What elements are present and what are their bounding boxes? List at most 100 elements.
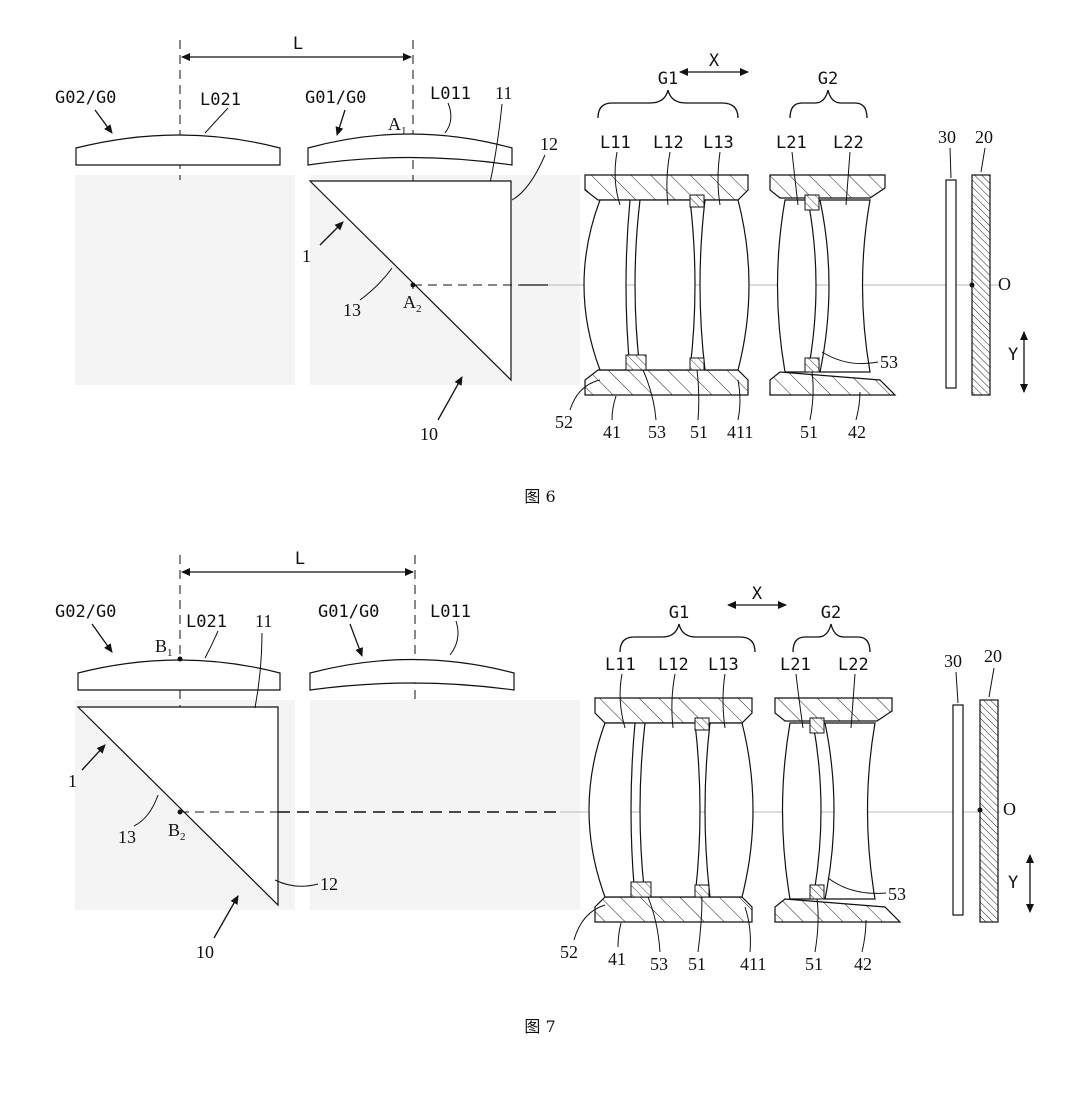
ref-o-label: O xyxy=(1003,799,1016,819)
lens-l22 xyxy=(824,722,876,900)
arrow-g02 xyxy=(91,623,113,653)
leader-51 xyxy=(696,369,700,421)
lens-l12 xyxy=(639,722,701,898)
ref-53b-label: 53 xyxy=(880,352,898,372)
lens-l13-label: L13 xyxy=(708,655,739,675)
point-a2-label: A2 xyxy=(403,292,422,315)
ref-51b-label: 51 xyxy=(800,422,818,442)
leader-411 xyxy=(744,906,751,953)
figure-6: L G02/G0 L021 G01/G0 L011 A1 11 12 1 13 … xyxy=(55,34,1028,506)
prism xyxy=(308,180,512,382)
x-direction-label: X xyxy=(709,51,720,71)
sensor-20 xyxy=(979,699,999,923)
ref-51b-label: 51 xyxy=(805,954,823,974)
point-o xyxy=(969,282,975,288)
lens-l21-label: L21 xyxy=(776,133,807,153)
ref-53b-label: 53 xyxy=(888,884,906,904)
point-o xyxy=(977,807,983,813)
leader-411 xyxy=(737,379,741,421)
leader-13 xyxy=(133,794,159,827)
leader-l021 xyxy=(204,630,219,659)
ref-20-label: 20 xyxy=(975,127,993,147)
ref-411-label: 411 xyxy=(740,954,766,974)
ref-20-label: 20 xyxy=(984,646,1002,666)
leader-53 xyxy=(647,896,661,953)
g2-barrel-top xyxy=(774,697,893,722)
sensor-20 xyxy=(971,174,991,396)
g1-label: G1 xyxy=(658,69,678,89)
lens-l11-label: L11 xyxy=(605,655,636,675)
ref-41-label: 41 xyxy=(603,422,621,442)
g1-barrel-top xyxy=(594,697,753,724)
leader-51b xyxy=(809,371,814,421)
lens-l21 xyxy=(781,722,822,900)
distance-l-label: L xyxy=(293,34,303,54)
ref-30-label: 30 xyxy=(944,651,962,671)
point-a1-label: A1 xyxy=(388,114,407,137)
leader-52 xyxy=(569,379,601,411)
figure-7: L G02/G0 L021 B1 G01/G0 L011 11 12 1 13 … xyxy=(55,549,1034,1036)
lens-l12 xyxy=(634,199,696,371)
arrow-g02 xyxy=(94,109,113,134)
leader-53b xyxy=(821,351,879,365)
ref-11-label: 11 xyxy=(495,83,512,103)
ref-41-label: 41 xyxy=(608,949,626,969)
leader-l22 xyxy=(845,151,851,206)
g1-barrel-bottom xyxy=(584,369,749,396)
point-b1 xyxy=(177,656,183,662)
ref-o-label: O xyxy=(998,274,1011,294)
leader-l22 xyxy=(850,673,856,729)
spacer-g2-bottom xyxy=(809,884,825,900)
lens-l021-label: L021 xyxy=(186,612,227,632)
leader-42 xyxy=(861,919,867,953)
leader-41 xyxy=(617,922,622,948)
lens-l011-label: L011 xyxy=(430,602,471,622)
ref-13-label: 13 xyxy=(343,300,361,320)
lens-l22-label: L22 xyxy=(838,655,869,675)
spacer-51-top xyxy=(694,717,710,731)
lens-l021-label: L021 xyxy=(200,90,241,110)
point-b2-label: B2 xyxy=(168,820,186,843)
spacer-53 xyxy=(625,354,647,371)
arrow-10 xyxy=(213,895,239,939)
leader-l11 xyxy=(614,151,621,206)
background-panel xyxy=(310,700,580,910)
ref-11-label: 11 xyxy=(255,611,272,631)
ref-51-label: 51 xyxy=(690,422,708,442)
ref-411-label: 411 xyxy=(727,422,753,442)
spacer-51-bottom xyxy=(694,884,710,898)
lens-l011 xyxy=(307,133,513,166)
leader-l11 xyxy=(619,673,626,729)
spacer-53 xyxy=(630,881,652,898)
y-direction-label: Y xyxy=(1008,873,1018,893)
g2-label: G2 xyxy=(818,69,838,89)
x-direction-label: X xyxy=(752,584,763,604)
spacer-g2-top xyxy=(804,194,820,211)
leader-11 xyxy=(489,103,503,184)
leader-l12 xyxy=(666,151,671,206)
lens-l021 xyxy=(75,134,281,166)
leader-30 xyxy=(955,671,959,704)
point-b1-label: B1 xyxy=(155,636,173,659)
ref-42-label: 42 xyxy=(854,954,872,974)
lens-l13 xyxy=(699,199,750,371)
figure-6-caption: 图 6 xyxy=(524,487,555,506)
distance-l-label: L xyxy=(295,549,305,569)
arrow-1 xyxy=(81,744,106,771)
ref-51-label: 51 xyxy=(688,954,706,974)
ref-12-label: 12 xyxy=(540,134,558,154)
lens-l011-label: L011 xyxy=(430,84,471,104)
g1-barrel-bottom xyxy=(594,896,753,923)
arrow-10 xyxy=(437,376,463,421)
lens-l13-label: L13 xyxy=(703,133,734,153)
leader-52 xyxy=(573,904,606,941)
figure-7-caption: 图 7 xyxy=(524,1017,555,1036)
leader-42 xyxy=(855,391,861,421)
g2-barrel-bottom xyxy=(769,371,897,396)
lens-l21-label: L21 xyxy=(780,655,811,675)
prism xyxy=(76,706,279,907)
ref-10-label: 10 xyxy=(196,942,214,962)
leader-53 xyxy=(642,369,657,421)
leader-13 xyxy=(359,267,393,301)
